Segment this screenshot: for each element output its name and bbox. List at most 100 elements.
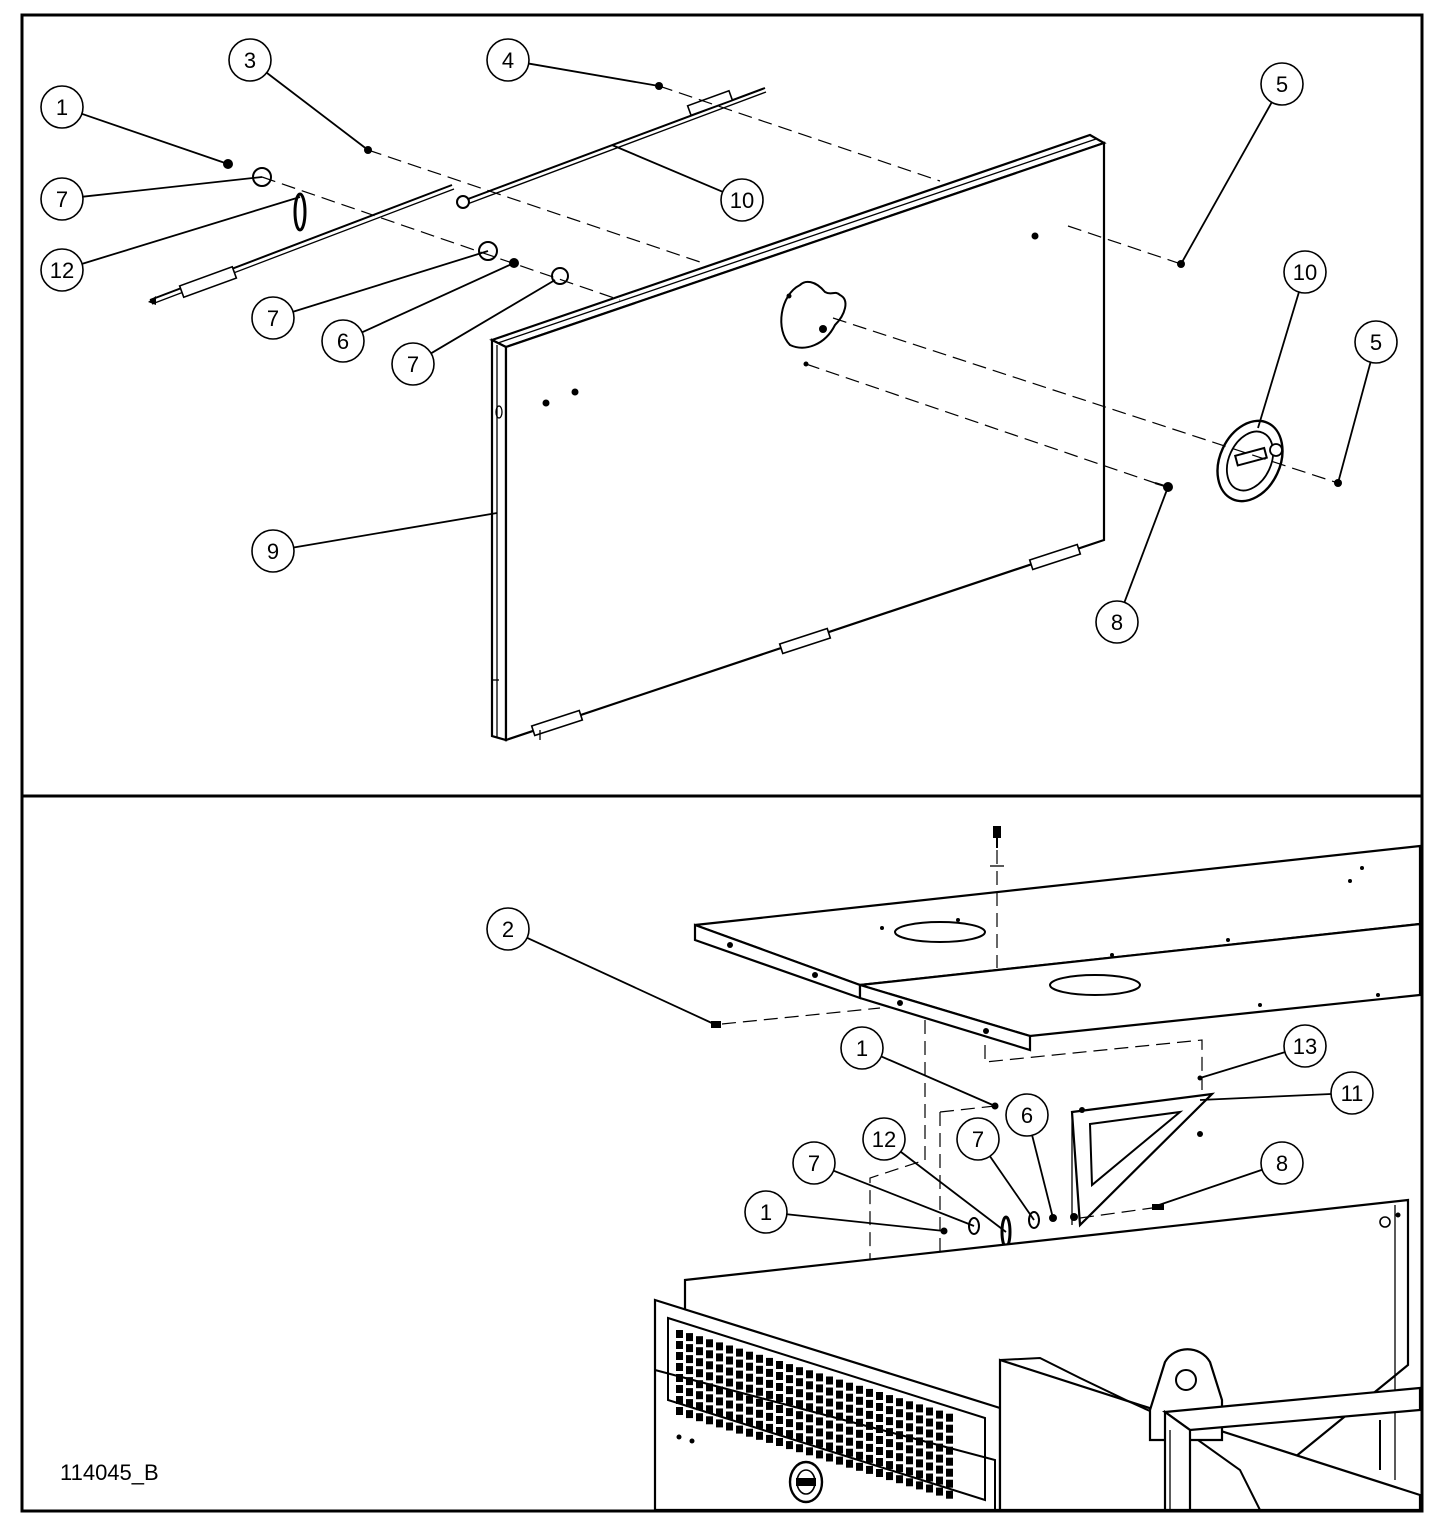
- grille-cell: [706, 1383, 713, 1392]
- grille-cell: [746, 1384, 753, 1393]
- grille-cell: [716, 1342, 723, 1351]
- grille-cell: [776, 1372, 783, 1380]
- grille-cell: [766, 1379, 773, 1388]
- bottom-leader-line: [1199, 1051, 1286, 1079]
- bottom-leader-line: [833, 1169, 975, 1227]
- bottom-callout-8: 8: [1260, 1141, 1304, 1185]
- callout-label: 8: [1276, 1151, 1288, 1176]
- grille-cell: [866, 1465, 873, 1474]
- grille-cell: [856, 1407, 863, 1416]
- grille-cell: [776, 1405, 783, 1413]
- grille-cell: [926, 1484, 933, 1493]
- callout-bubble: [1283, 1024, 1327, 1068]
- grille-cell: [856, 1418, 863, 1427]
- grille-cell: [826, 1442, 833, 1451]
- grille-cell: [896, 1398, 903, 1407]
- grille-cell: [736, 1381, 743, 1390]
- grille-cell: [696, 1336, 703, 1345]
- bottom-leader-line: [1031, 1135, 1054, 1219]
- grille-cell: [836, 1412, 843, 1421]
- grille-cell: [816, 1395, 823, 1404]
- support-bracket: [1070, 1075, 1216, 1228]
- grille-cell: [696, 1402, 703, 1411]
- grille-cell: [836, 1390, 843, 1399]
- front-handle: [788, 1460, 824, 1504]
- grille-cell: [846, 1382, 853, 1391]
- grille-cell: [686, 1366, 693, 1375]
- bolt: [1079, 1204, 1164, 1219]
- grille-cell: [886, 1406, 893, 1415]
- grille-cell: [946, 1490, 953, 1499]
- bottom-callout-1: 1: [840, 1026, 884, 1070]
- hinge-left: [530, 709, 584, 740]
- grille-cell: [936, 1487, 943, 1496]
- grille-cell: [686, 1388, 693, 1397]
- callout-label: 7: [972, 1127, 984, 1152]
- grille-cell: [806, 1392, 813, 1401]
- grille-cell: [806, 1425, 813, 1434]
- callout-bubble: [251, 296, 295, 340]
- grille-cell: [806, 1381, 813, 1390]
- handle-assembly: [1216, 419, 1284, 503]
- grille-cell: [916, 1481, 923, 1490]
- bottom-callout-7: 7: [956, 1117, 1000, 1161]
- grille-cell: [876, 1414, 883, 1422]
- grille-cell: [846, 1404, 853, 1413]
- grille-cell: [686, 1377, 693, 1386]
- grille-cell: [876, 1447, 883, 1455]
- grille-cell: [896, 1420, 903, 1429]
- grille-cell: [896, 1409, 903, 1418]
- hinge-right: [1028, 543, 1082, 571]
- callout-bubble: [1005, 1093, 1049, 1137]
- grille-cell: [826, 1376, 833, 1385]
- grille-cell: [946, 1457, 953, 1466]
- grille-cell: [756, 1354, 763, 1363]
- grille-cell: [836, 1445, 843, 1454]
- grille-cell: [766, 1423, 773, 1432]
- top-leader-line: [266, 72, 369, 151]
- callout-label: 1: [56, 95, 68, 120]
- grille-cell: [876, 1403, 883, 1411]
- grille-cell: [786, 1386, 793, 1395]
- grille-cell: [826, 1420, 833, 1429]
- bottom-leader-line: [989, 1155, 1035, 1221]
- grille-cell: [936, 1432, 943, 1441]
- callout-bubble: [1283, 250, 1327, 294]
- grille-cell: [936, 1476, 943, 1485]
- grille-cell: [946, 1446, 953, 1455]
- grille-cell: [706, 1394, 713, 1403]
- grille-cell: [696, 1413, 703, 1422]
- grille-cell: [786, 1408, 793, 1417]
- grille-cell: [776, 1383, 783, 1391]
- grille-cell: [806, 1414, 813, 1423]
- grille-cell: [916, 1459, 923, 1468]
- grille-cell: [766, 1368, 773, 1377]
- grille-cell: [886, 1395, 893, 1404]
- grille-cell: [856, 1429, 863, 1438]
- callout-bubble: [720, 178, 764, 222]
- callout-label: 4: [502, 48, 514, 73]
- grille-cell: [736, 1370, 743, 1379]
- grille-cell: [926, 1451, 933, 1460]
- grille-cell: [676, 1352, 683, 1360]
- grille-cell: [946, 1424, 953, 1433]
- bottom-leader-line: [900, 1151, 1007, 1233]
- grille-cell: [906, 1423, 913, 1432]
- callout-bubble: [251, 529, 295, 573]
- callout-bubble: [228, 38, 272, 82]
- grille-cell: [786, 1364, 793, 1373]
- grille-cell: [846, 1426, 853, 1435]
- grille-cell: [776, 1427, 783, 1435]
- grille-cell: [886, 1461, 893, 1470]
- grille-cell: [676, 1374, 683, 1382]
- grille-cell: [706, 1405, 713, 1414]
- grille-cell: [826, 1409, 833, 1418]
- hinge-middle: [778, 627, 832, 655]
- callout-bubble: [40, 85, 84, 129]
- grille-cell: [756, 1409, 763, 1418]
- grille-cell: [696, 1347, 703, 1356]
- grille-cell: [826, 1387, 833, 1396]
